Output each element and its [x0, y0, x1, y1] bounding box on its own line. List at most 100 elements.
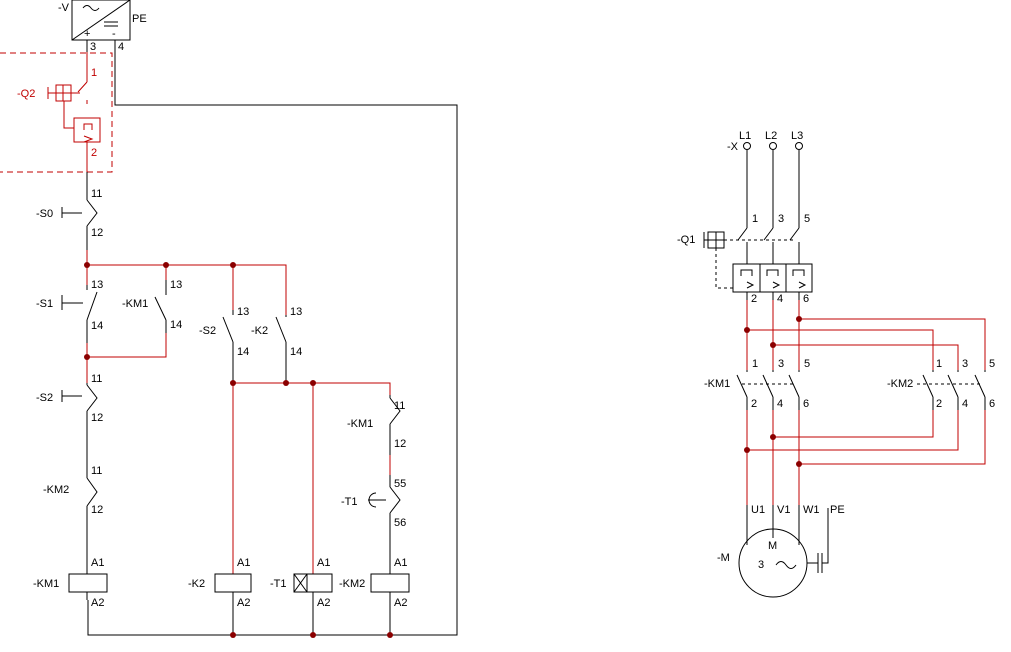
- q1-tag: -Q1: [677, 234, 695, 246]
- coil-km1-a2: A2: [91, 597, 104, 609]
- supply-tag: -V: [58, 2, 70, 14]
- km1-bottom-4: 4: [777, 398, 783, 410]
- k2-no-terminal-b: 14: [290, 346, 302, 358]
- coil-t1-a2: A2: [317, 597, 330, 609]
- s2-nc-terminal-a: 11: [91, 373, 102, 385]
- s2-no-tag: -S2: [199, 325, 216, 337]
- motor-breaker-q1: -Q1 1 3 5 2 4 6: [677, 150, 813, 305]
- km1-nc-terminal-a: 11: [394, 400, 405, 412]
- timer-contact-t1: -T1 55 56: [341, 475, 406, 574]
- q1-bottom-4: 4: [777, 293, 783, 305]
- km1-aux-contact: -KM1 13 14: [122, 279, 182, 333]
- km2-bottom-2: 2: [936, 398, 942, 410]
- km1-bottom-2: 2: [751, 398, 757, 410]
- km2-top-1: 1: [936, 358, 942, 370]
- terminal-x-tag: -X: [727, 141, 739, 153]
- km2-main-tag: -KM2: [887, 378, 913, 390]
- coil-t1: -T1 A1 A2: [270, 557, 333, 635]
- supply-minus: -: [112, 28, 116, 40]
- km1-nc-terminal-b: 12: [394, 438, 406, 450]
- s2-no-terminal-a: 13: [237, 306, 249, 318]
- start-button-s1: -S1 13 14: [36, 279, 103, 343]
- km2-nc-terminal-a: 11: [91, 465, 102, 477]
- supply-terminals-x: L1 L2 L3 -X: [727, 130, 803, 153]
- power-supply-v: -V PE + - 3 4: [58, 0, 147, 53]
- km1-top-1: 1: [752, 358, 758, 370]
- coil-km1-a1: A1: [91, 557, 104, 569]
- coil-t1-tag: -T1: [270, 578, 287, 590]
- s2-no-terminal-b: 14: [237, 346, 249, 358]
- km1-bottom-6: 6: [803, 398, 809, 410]
- coil-km2-tag: -KM2: [339, 578, 365, 590]
- supply-pe-label: PE: [132, 13, 147, 25]
- q1-top-1: 1: [752, 213, 758, 225]
- km1-top-3: 3: [778, 358, 784, 370]
- q2-terminal-2: 2: [91, 147, 97, 159]
- km1-aux-terminal-a: 13: [170, 279, 182, 291]
- supply-plus: +: [84, 28, 90, 40]
- reversing-contactor-km2: -KM2 1 3 5 2 4 6: [887, 358, 995, 410]
- t1-contact-tag: -T1: [341, 496, 358, 508]
- km1-top-5: 5: [804, 358, 810, 370]
- km2-nc-tag: -KM2: [43, 484, 69, 496]
- s2-nc-terminal-b: 12: [91, 412, 103, 424]
- coil-k2-a1: A1: [237, 557, 250, 569]
- control-bus-lower: [232, 382, 391, 574]
- s1-terminal-a: 13: [91, 279, 103, 291]
- km1-main-tag: -KM1: [704, 378, 730, 390]
- coil-km2-a2: A2: [394, 597, 407, 609]
- t1-contact-terminal-a: 55: [394, 478, 406, 490]
- button-s2-nc: -S2 11 12: [36, 373, 103, 470]
- k2-no-terminal-a: 13: [290, 306, 302, 318]
- coil-km1: -KM1 A1 A2: [33, 557, 108, 609]
- q2-tag: -Q2: [17, 88, 35, 100]
- coil-t1-a1: A1: [317, 557, 330, 569]
- control-bus-top: [86, 250, 287, 315]
- stop-button-s0: -S0 11 12: [36, 172, 103, 250]
- s0-terminal-b: 12: [91, 227, 103, 239]
- motor-pe: PE: [830, 504, 845, 516]
- s1-tag: -S1: [36, 298, 53, 310]
- km2-bottom-4: 4: [962, 398, 968, 410]
- circuit-breaker-q2: -Q2 1 2: [0, 52, 113, 173]
- q2-terminal-1: 1: [91, 67, 97, 79]
- supply-terminal-4: 4: [118, 41, 124, 53]
- motor-letter: M: [768, 540, 777, 552]
- km2-bottom-6: 6: [989, 398, 995, 410]
- supply-terminal-3: 3: [90, 41, 96, 53]
- main-contactor-km1: -KM1 1 3 5 2 4 6: [704, 358, 810, 410]
- motor-phases: 3: [758, 559, 764, 571]
- motor-u1: U1: [751, 504, 765, 516]
- motor-tag: -M: [717, 552, 730, 564]
- power-wiring: [746, 300, 986, 505]
- terminal-l1: L1: [739, 130, 751, 142]
- return-wire: [87, 52, 458, 636]
- q1-top-5: 5: [804, 213, 810, 225]
- motor-w1: W1: [803, 504, 820, 516]
- k2-no-tag: -K2: [251, 325, 268, 337]
- q1-bottom-6: 6: [803, 293, 809, 305]
- km2-nc-terminal-b: 12: [91, 504, 103, 516]
- motor-m: -M U1 V1 W1 PE M 3: [717, 504, 845, 598]
- s2-nc-tag: -S2: [36, 392, 53, 404]
- km1-aux-terminal-b: 14: [170, 319, 182, 331]
- coil-k2: -K2 A1 A2: [188, 557, 252, 635]
- km1-aux-tag: -KM1: [122, 298, 148, 310]
- terminal-l3: L3: [791, 130, 803, 142]
- coil-km2: -KM2 A1 A2: [339, 557, 410, 635]
- q1-bottom-2: 2: [751, 293, 757, 305]
- control-junctions: [84, 262, 393, 638]
- terminal-l2: L2: [765, 130, 777, 142]
- coil-k2-tag: -K2: [188, 578, 205, 590]
- q1-top-3: 3: [778, 213, 784, 225]
- seal-in-wire: [86, 333, 167, 383]
- km1-nc-tag: -KM1: [347, 418, 373, 430]
- k2-contact: -K2 13 14: [251, 306, 302, 383]
- s1-terminal-b: 14: [91, 320, 103, 332]
- s0-terminal-a: 11: [91, 188, 102, 200]
- s0-tag: -S0: [36, 208, 53, 220]
- coil-k2-a2: A2: [237, 597, 250, 609]
- button-s2-no: -S2 13 14: [199, 306, 249, 383]
